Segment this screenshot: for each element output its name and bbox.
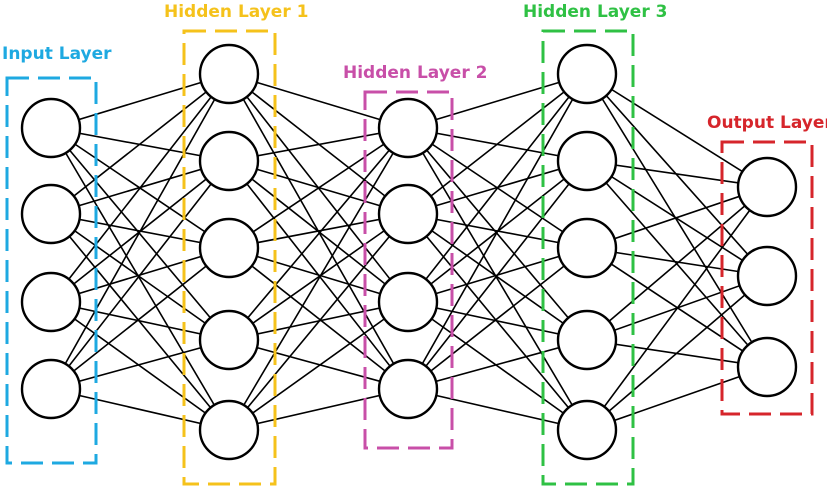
- connection-hidden3-1-output-0: [586, 160, 768, 188]
- connection-input-1-hidden1-4: [50, 213, 230, 431]
- connection-hidden3-4-output-2: [586, 366, 768, 431]
- connection-hidden1-2-hidden2-0: [228, 127, 409, 249]
- hidden1-neuron-3: [198, 217, 260, 279]
- hidden3-neuron-4: [556, 309, 618, 371]
- connection-hidden3-4-output-0: [586, 186, 768, 431]
- input-layer-label: Input Layer: [2, 44, 112, 64]
- hidden3-neuron-1: [556, 43, 618, 105]
- hidden2-neuron-2: [377, 183, 439, 245]
- connection-hidden2-0-hidden3-0: [407, 73, 588, 129]
- hidden1-neuron-5: [198, 399, 260, 461]
- connection-hidden3-2-output-0: [586, 186, 768, 249]
- output-neuron-3: [736, 336, 798, 398]
- connection-input-3-hidden1-3: [50, 339, 230, 390]
- connection-input-3-hidden1-0: [50, 73, 230, 390]
- connection-hidden1-1-hidden2-0: [228, 127, 409, 162]
- connection-hidden1-0-hidden2-0: [228, 73, 409, 129]
- connection-input-2-hidden1-0: [50, 73, 230, 303]
- connection-hidden2-0-hidden3-4: [407, 127, 588, 431]
- hidden-layer-2-label: Hidden Layer 2: [343, 63, 487, 83]
- hidden1-neuron-2: [198, 130, 260, 192]
- connection-hidden1-4-hidden2-1: [228, 213, 409, 431]
- hidden3-neuron-3: [556, 217, 618, 279]
- connection-hidden3-3-output-0: [586, 186, 768, 341]
- hidden-layer-1: Hidden Layer 1: [164, 2, 308, 486]
- connection-input-3-hidden1-4: [50, 388, 230, 431]
- connection-hidden1-2-hidden2-2: [228, 247, 409, 303]
- hidden1-neuron-4: [198, 309, 260, 371]
- hidden3-neuron-5: [556, 399, 618, 461]
- connection-hidden2-1-hidden3-4: [407, 213, 588, 431]
- connection-hidden2-3-hidden3-4: [407, 388, 588, 431]
- hidden-layer-3-box: [541, 29, 635, 486]
- connection-hidden1-2-hidden2-3: [228, 247, 409, 390]
- connection-hidden1-2-hidden2-1: [228, 213, 409, 249]
- output-neuron-2: [736, 245, 798, 307]
- connection-hidden3-0-output-0: [586, 73, 768, 188]
- input-layer-box: [5, 76, 98, 465]
- hidden-layer-3: Hidden Layer 3: [523, 2, 667, 486]
- connection-hidden2-3-hidden3-2: [407, 247, 588, 390]
- hidden-layer-3-label: Hidden Layer 3: [523, 2, 667, 22]
- hidden2-neuron-4: [377, 358, 439, 420]
- hidden-layer-2-box: [363, 90, 454, 450]
- output-layer-box: [720, 140, 814, 416]
- output-neuron-1: [736, 156, 798, 218]
- neurons: [20, 43, 798, 461]
- connection-hidden2-0-hidden3-3: [407, 127, 588, 341]
- hidden-layer-1-box: [182, 29, 277, 486]
- connection-hidden2-2-hidden3-3: [407, 301, 588, 341]
- connection-hidden1-3-hidden2-0: [228, 127, 409, 341]
- connection-hidden3-4-output-1: [586, 275, 768, 431]
- hidden2-neuron-1: [377, 97, 439, 159]
- connection-input-2-hidden1-3: [50, 301, 230, 341]
- input-neuron-1: [20, 97, 82, 159]
- connection-hidden1-4-hidden2-2: [228, 301, 409, 431]
- connection-hidden2-1-hidden3-3: [407, 213, 588, 341]
- hidden3-neuron-2: [556, 130, 618, 192]
- connection-hidden2-3-hidden3-3: [407, 339, 588, 390]
- connection-input-0-hidden1-3: [50, 127, 230, 341]
- connections: [50, 73, 768, 431]
- output-layer-label: Output Layer: [707, 113, 827, 133]
- input-neuron-4: [20, 358, 82, 420]
- connection-hidden3-2-output-1: [586, 247, 768, 277]
- input-neuron-3: [20, 271, 82, 333]
- hidden-layer-1-label: Hidden Layer 1: [164, 2, 308, 22]
- connection-hidden3-0-output-1: [586, 73, 768, 277]
- connection-input-1-hidden1-3: [50, 213, 230, 341]
- input-layer: Input Layer: [2, 44, 112, 465]
- connection-hidden2-2-hidden3-4: [407, 301, 588, 431]
- connection-hidden2-2-hidden3-0: [407, 73, 588, 303]
- output-layer: Output Layer: [707, 113, 827, 416]
- connection-input-3-hidden1-1: [50, 160, 230, 390]
- connection-hidden1-3-hidden2-3: [228, 339, 409, 390]
- input-neuron-2: [20, 183, 82, 245]
- hidden1-neuron-1: [198, 43, 260, 105]
- connection-hidden2-3-hidden3-0: [407, 73, 588, 390]
- connection-hidden1-3-hidden2-1: [228, 213, 409, 341]
- connection-hidden3-1-output-1: [586, 160, 768, 277]
- connection-input-0-hidden1-0: [50, 73, 230, 129]
- connection-hidden1-4-hidden2-0: [228, 127, 409, 431]
- connection-input-1-hidden1-0: [50, 73, 230, 215]
- connection-hidden1-4-hidden2-3: [228, 388, 409, 431]
- hidden2-neuron-3: [377, 271, 439, 333]
- connection-input-3-hidden1-2: [50, 247, 230, 390]
- connection-hidden2-1-hidden3-0: [407, 73, 588, 215]
- connection-hidden3-0-output-2: [586, 73, 768, 368]
- connection-hidden2-3-hidden3-1: [407, 160, 588, 390]
- connection-input-0-hidden1-4: [50, 127, 230, 431]
- connection-input-2-hidden1-4: [50, 301, 230, 431]
- hidden-layer-2: Hidden Layer 2: [343, 63, 487, 450]
